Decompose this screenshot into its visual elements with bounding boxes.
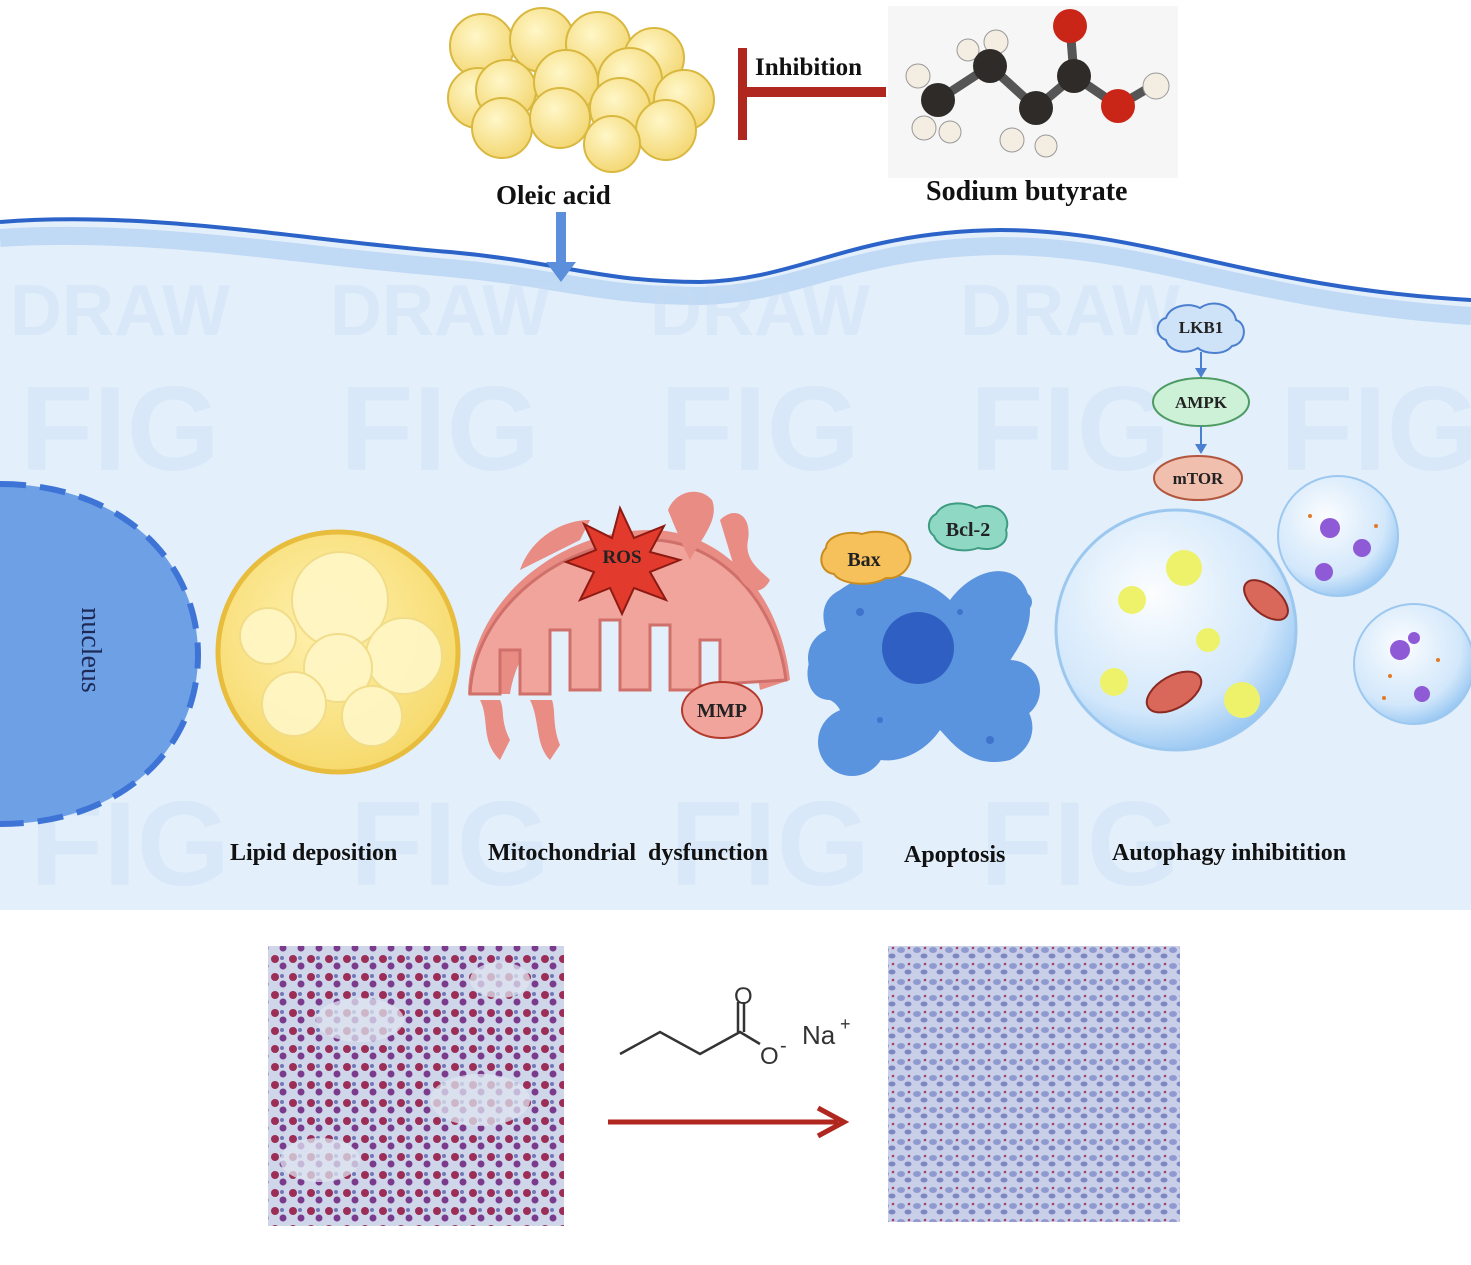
watermark-fig: FIG — [20, 362, 220, 496]
svg-text:FIG: FIG — [970, 362, 1170, 496]
carboxylate-o: O — [760, 1043, 779, 1070]
watermark: DRAW DRAW DRAW DRAW FIG FIG FIG FIG FIG … — [10, 271, 1471, 911]
ampk-label: AMPK — [1175, 393, 1228, 412]
autophagosome — [1054, 475, 1471, 752]
bcl2-label: Bcl-2 — [946, 519, 990, 541]
lipid-deposition-label: Lipid deposition — [230, 840, 398, 866]
inhibition-tbar-icon — [738, 48, 886, 140]
mmp-label: MMP — [697, 700, 747, 722]
bax-label: Bax — [847, 549, 880, 571]
charge-minus: - — [780, 1035, 787, 1057]
pathway: LKB1 AMPK mTOR — [1152, 302, 1250, 501]
autophagy-inhibition-label: Autophagy inhibitition — [1112, 840, 1347, 866]
sodium-ion: Na — [802, 1020, 836, 1050]
lkb1-label: LKB1 — [1179, 318, 1223, 337]
charge-plus: + — [840, 1014, 851, 1034]
before-clearings — [280, 962, 530, 1182]
mtor-node — [1153, 455, 1243, 501]
mitochondrial-dysfunction-label: Mitochondrial dysfunction — [488, 840, 769, 866]
svg-text:FIG: FIG — [670, 777, 870, 911]
sodium-butyrate-label: Sodium butyrate — [926, 176, 1128, 207]
bax-node — [820, 530, 912, 585]
svg-text:FIG: FIG — [1280, 362, 1471, 496]
butyrate-skeletal-formula — [619, 1002, 761, 1056]
bcl2-node — [928, 502, 1009, 552]
oleic-acid-droplets-icon — [447, 7, 715, 173]
ros-star-icon — [563, 505, 684, 617]
svg-text:DRAW: DRAW — [650, 271, 870, 351]
watermark-draw: DRAW — [10, 271, 230, 351]
lkb1-node — [1156, 302, 1245, 354]
right-arrow-icon — [608, 1105, 850, 1139]
mitochondrion: ROS MMP — [468, 491, 790, 760]
svg-text:DRAW: DRAW — [330, 271, 550, 351]
mtor-label: mTOR — [1173, 469, 1224, 488]
svg-text:FIG: FIG — [340, 362, 540, 496]
down-arrow-icon — [546, 212, 576, 282]
ros-label: ROS — [602, 547, 641, 568]
svg-text:FIG: FIG — [660, 362, 860, 496]
apoptosis-label: Apoptosis — [904, 842, 1006, 868]
svg-text:FIG: FIG — [350, 777, 550, 911]
oleic-acid-label: Oleic acid — [496, 180, 611, 210]
svg-text:DRAW: DRAW — [960, 271, 1180, 351]
butyrate-ball-stick-model-icon — [888, 6, 1178, 178]
mmp-node — [681, 681, 763, 739]
inhibition-label: Inhibition — [755, 54, 863, 81]
apoptotic-cell: Bax Bcl-2 — [807, 502, 1040, 776]
carbonyl-o: O — [734, 983, 753, 1010]
nucleus-label: nucleus — [75, 607, 106, 693]
lipid-droplet — [215, 529, 461, 775]
svg-text:FIG: FIG — [980, 777, 1180, 911]
nucleus: nucleus — [0, 481, 202, 827]
oil-red-stain-after — [888, 946, 1180, 1222]
